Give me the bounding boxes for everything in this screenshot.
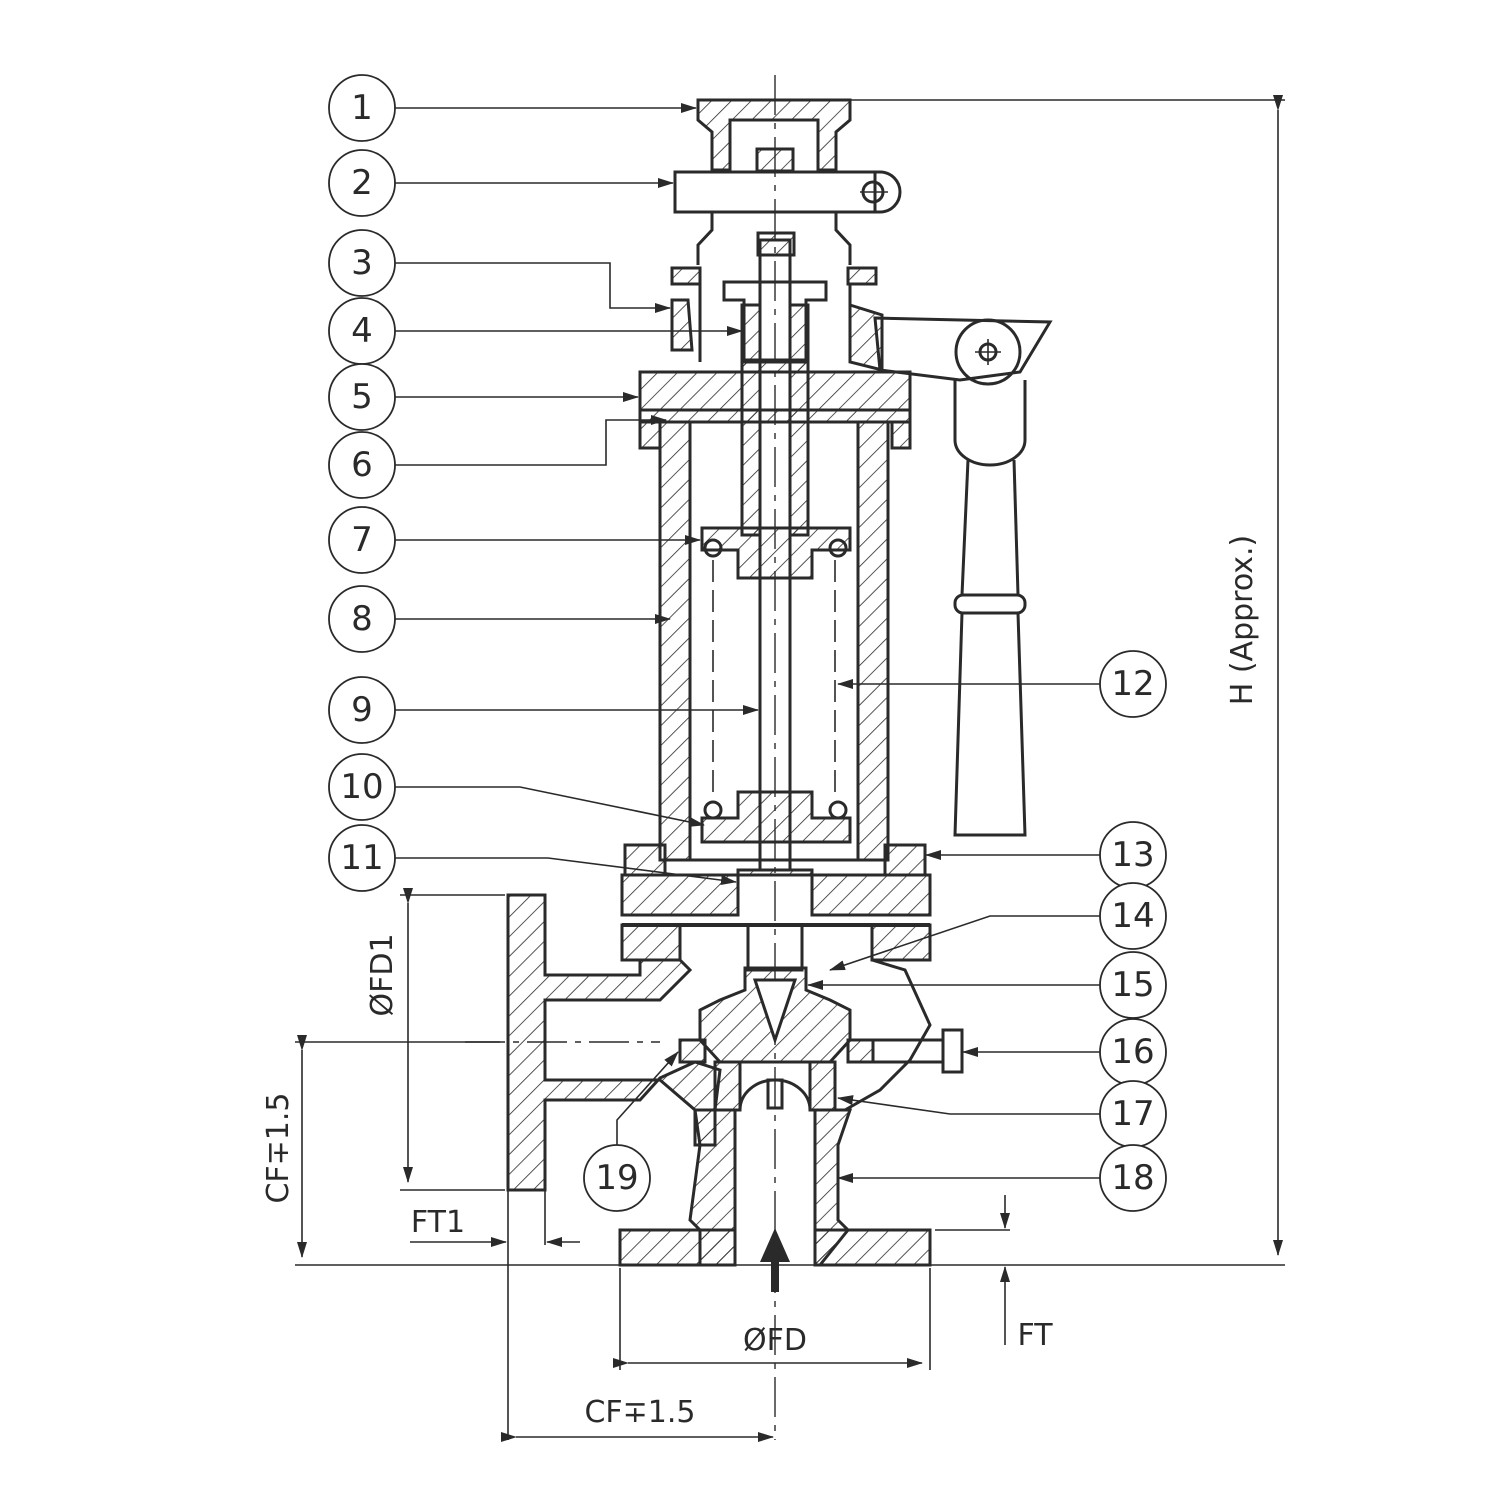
balloon-9: 9 bbox=[328, 676, 396, 744]
balloon-12: 12 bbox=[1099, 650, 1167, 718]
balloon-14: 14 bbox=[1099, 882, 1167, 950]
balloon-10: 10 bbox=[328, 753, 396, 821]
balloon-15: 15 bbox=[1099, 951, 1167, 1019]
svg-text:18: 18 bbox=[1111, 1158, 1154, 1198]
valve-body-drawing bbox=[465, 75, 1053, 1440]
balloon-11: 11 bbox=[328, 824, 396, 892]
svg-text:5: 5 bbox=[351, 377, 373, 417]
svg-text:10: 10 bbox=[340, 767, 383, 807]
side-flange-thickness-label: FT1 bbox=[411, 1205, 465, 1240]
balloon-18: 18 bbox=[1099, 1144, 1167, 1212]
balloon-5: 5 bbox=[328, 363, 396, 431]
center-face-horizontal-label: CF∓1.5 bbox=[584, 1395, 695, 1430]
svg-text:12: 12 bbox=[1111, 664, 1154, 704]
height-dimension-label: H (Approx.) bbox=[1225, 535, 1260, 706]
balloon-8: 8 bbox=[328, 585, 396, 653]
svg-text:9: 9 bbox=[351, 690, 373, 730]
svg-text:8: 8 bbox=[351, 599, 373, 639]
balloon-19: 19 bbox=[583, 1144, 651, 1212]
svg-text:11: 11 bbox=[340, 838, 383, 878]
balloon-4: 4 bbox=[328, 297, 396, 365]
svg-text:6: 6 bbox=[351, 445, 373, 485]
svg-text:4: 4 bbox=[351, 311, 373, 351]
side-flange-diameter-label: ØFD1 bbox=[365, 933, 400, 1016]
balloon-1: 1 bbox=[328, 74, 396, 142]
svg-text:1: 1 bbox=[351, 88, 373, 128]
svg-text:14: 14 bbox=[1111, 896, 1154, 936]
svg-text:19: 19 bbox=[595, 1158, 638, 1198]
svg-text:3: 3 bbox=[351, 243, 373, 283]
bottom-flange-diameter-label: ØFD bbox=[743, 1323, 807, 1358]
balloon-13: 13 bbox=[1099, 821, 1167, 889]
svg-text:15: 15 bbox=[1111, 965, 1154, 1005]
svg-text:7: 7 bbox=[351, 520, 373, 560]
balloon-3: 3 bbox=[328, 229, 396, 297]
svg-text:17: 17 bbox=[1111, 1094, 1154, 1134]
balloon-7: 7 bbox=[328, 506, 396, 574]
svg-text:13: 13 bbox=[1111, 835, 1154, 875]
svg-text:2: 2 bbox=[351, 163, 373, 203]
balloon-17: 17 bbox=[1099, 1080, 1167, 1148]
balloon-2: 2 bbox=[328, 149, 396, 217]
balloon-16: 16 bbox=[1099, 1018, 1167, 1086]
bottom-flange-thickness-label: FT bbox=[1017, 1318, 1053, 1353]
dimension-lines bbox=[295, 95, 1285, 1442]
center-face-vertical-label: CF∓1.5 bbox=[261, 1092, 296, 1203]
balloon-6: 6 bbox=[328, 431, 396, 499]
svg-text:16: 16 bbox=[1111, 1032, 1154, 1072]
leader-lines bbox=[395, 103, 1100, 1183]
